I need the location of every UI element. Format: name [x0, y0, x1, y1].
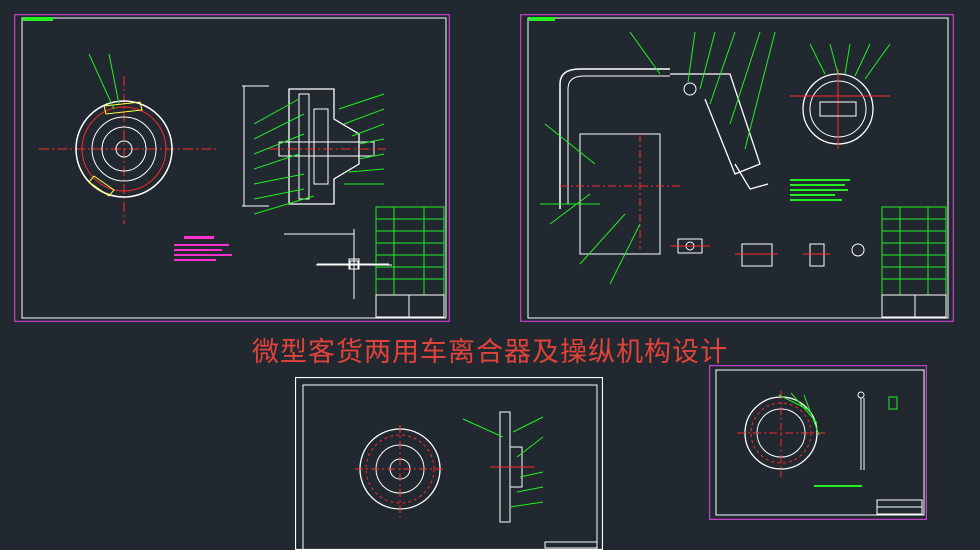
sheet-friction-plate: [709, 365, 927, 520]
rivet-detail-view: [857, 391, 898, 470]
detail-parts: [670, 238, 865, 267]
pedal-notes: [790, 179, 850, 201]
driven-disc-section-view: [462, 411, 544, 523]
sheet-clutch-assembly: [14, 14, 450, 322]
technical-notes: [174, 236, 232, 261]
release-fork-view: [790, 43, 891, 149]
clutch-section-view: [242, 85, 389, 299]
parts-list-table: [881, 206, 947, 318]
pedal-assembly-view: [540, 31, 776, 285]
clutch-front-view: [39, 53, 219, 224]
parts-list-table: [375, 206, 445, 318]
sheet-pedal-mechanism: [520, 14, 954, 322]
cursor-crosshair: [316, 232, 392, 298]
sheet-driven-disc: [295, 377, 603, 550]
drawing-title: 微型客货两用车离合器及操纵机构设计: [252, 337, 728, 368]
friction-plate-view: [737, 391, 827, 477]
driven-disc-front-view: [355, 425, 445, 517]
